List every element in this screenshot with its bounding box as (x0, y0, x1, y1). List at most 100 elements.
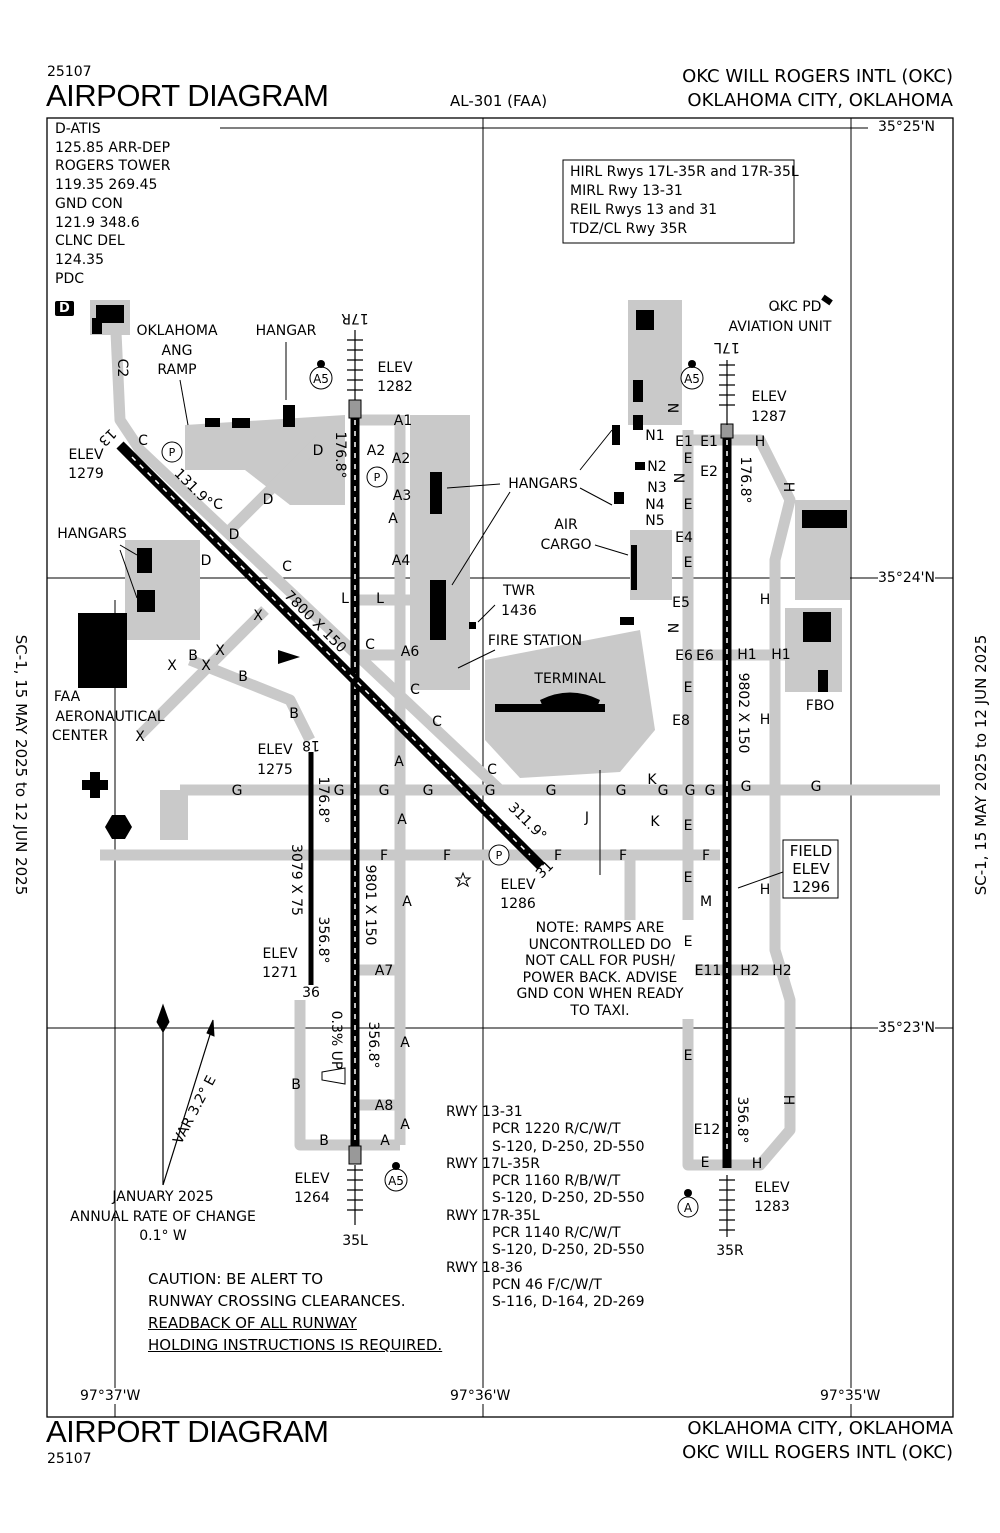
map-label: 356.8° (365, 1021, 381, 1069)
note-line: NOTE: RAMPS ARE (535, 920, 665, 936)
parking-symbol: P (168, 446, 176, 459)
taxiway-label: G (810, 779, 822, 795)
taxiway-label: N (664, 622, 680, 634)
frequency-line: CLNC DEL (55, 233, 125, 250)
left-validity-note: SC-1, 15 MAY 2025 to 12 JUN 2025 (12, 634, 30, 896)
map-label: 0.3% UP (328, 1010, 344, 1070)
taxiway-label: B (319, 1133, 329, 1149)
lat-label: 35°25'N (878, 119, 935, 135)
runway-strength: S-116, D-164, 2D-269 (492, 1294, 645, 1311)
chart-id: AL-301 (FAA) (450, 92, 548, 110)
taxiway-label: E (683, 934, 693, 950)
a5-symbol: A5 (684, 372, 700, 386)
taxiway-label: A (400, 1035, 410, 1051)
taxiway-label: N2 (647, 459, 667, 475)
map-label: ELEV (257, 742, 293, 758)
taxiway-label: F (553, 848, 563, 864)
note-line: GND CON WHEN READY (516, 986, 684, 1002)
map-label: 356.8° (734, 1096, 750, 1144)
taxiway-label: A1 (393, 413, 413, 429)
a5-symbol: A5 (313, 372, 329, 386)
map-label: 9802 X 150 (735, 672, 751, 754)
map-label: HANGARS (508, 476, 578, 492)
taxiway-label: A3 (392, 488, 412, 504)
map-label: 1279 (68, 466, 104, 482)
lat-label: 35°23'N (878, 1020, 935, 1036)
taxiway-label: G (545, 783, 557, 799)
taxiway-label: A (380, 1133, 390, 1149)
taxiway-label: E (683, 818, 693, 834)
taxiway-label: K (647, 772, 657, 788)
taxiway-label: C (138, 433, 148, 449)
runway-strength: PCR 1160 R/B/W/T (492, 1173, 621, 1190)
ramp-note: NOTE: RAMPS ARE UNCONTROLLED DO NOT CALL… (505, 920, 695, 1019)
taxiway-label: E1 (675, 434, 693, 450)
taxiway-label: C (432, 714, 442, 730)
runway-heading: RWY 17L-35R (446, 1155, 540, 1172)
taxiway-label: B (289, 706, 299, 722)
taxiway-label: A7 (374, 963, 394, 979)
map-label: 1264 (294, 1190, 330, 1206)
map-label: FAA (53, 689, 81, 705)
runway-heading: RWY 17R-35L (446, 1207, 540, 1224)
taxiway-label: M (699, 894, 713, 910)
frequency-line: 121.9 348.6 (55, 214, 140, 231)
taxiway-label: E5 (672, 595, 690, 611)
taxiway-label: H (754, 434, 766, 450)
map-label: ELEV (68, 447, 104, 463)
map-label: 0.1° W (139, 1228, 187, 1244)
taxiway-label: X (215, 643, 225, 659)
taxiway-label: C (213, 497, 223, 513)
taxiway-label: J (584, 810, 590, 826)
caution-line: RUNWAY CROSSING CLEARANCES. (148, 1292, 406, 1310)
map-label: AERONAUTICAL (55, 709, 165, 725)
field-elevation: FIELD ELEV 1296 (783, 842, 839, 896)
taxiway-label: X (167, 658, 177, 674)
buildings (78, 294, 847, 839)
frequency-line: GND CON (55, 195, 123, 212)
map-label: 176.8° (315, 776, 331, 824)
runways (116, 330, 735, 1237)
frequency-line: D-ATIS (55, 121, 101, 137)
taxiway-label: C (487, 762, 497, 778)
map-label: TWR (502, 583, 536, 599)
field-elev-box (782, 839, 839, 899)
taxiway-label: E6 (696, 648, 714, 664)
map-label: AVIATION UNIT (728, 319, 832, 335)
field-elev-label: ELEV (792, 860, 830, 878)
taxiway-label: E12 (693, 1122, 721, 1138)
taxiway-label: A2 (366, 443, 386, 459)
taxiway-label: H (759, 712, 771, 728)
taxiway-label: C (365, 637, 375, 653)
map-label: JANUARY 2025 (112, 1189, 214, 1205)
runway-strength: S-120, D-250, 2D-550 (492, 1242, 645, 1259)
map-label: 176.8° (332, 431, 348, 479)
taxiway-label: N5 (645, 513, 665, 529)
map-label: 356.8° (315, 916, 331, 964)
doc-number: 25107 (47, 64, 92, 80)
runway-strength: S-120, D-250, 2D-550 (492, 1138, 645, 1155)
map-label: 35R (716, 1243, 744, 1259)
taxiway-label: A (388, 511, 398, 527)
taxiway-label: H (780, 481, 796, 493)
taxiway-label: E1 (700, 434, 718, 450)
map-label: 1275 (257, 762, 293, 778)
note-line: TO TAXI. (570, 1002, 630, 1019)
taxiway-label: A2 (391, 451, 411, 467)
taxiway-label: H (751, 1156, 763, 1172)
map-label: 1282 (377, 379, 413, 395)
taxiway-label: D (262, 492, 274, 508)
taxiway-label: F (618, 848, 628, 864)
frequency-line: 124.35 (55, 251, 104, 268)
runway-heading: RWY 18-36 (446, 1259, 523, 1276)
map-label: CARGO (540, 537, 592, 553)
taxiway-label: A (400, 1117, 410, 1133)
taxiway-label: H (759, 592, 771, 608)
map-label: 3079 X 75 (288, 844, 304, 916)
taxiway-label: E (683, 870, 693, 886)
taxiway-label: G (378, 783, 390, 799)
field-elev-value: 1296 (791, 878, 831, 896)
taxiway-label: L (341, 591, 349, 607)
map-label: ELEV (751, 389, 787, 405)
